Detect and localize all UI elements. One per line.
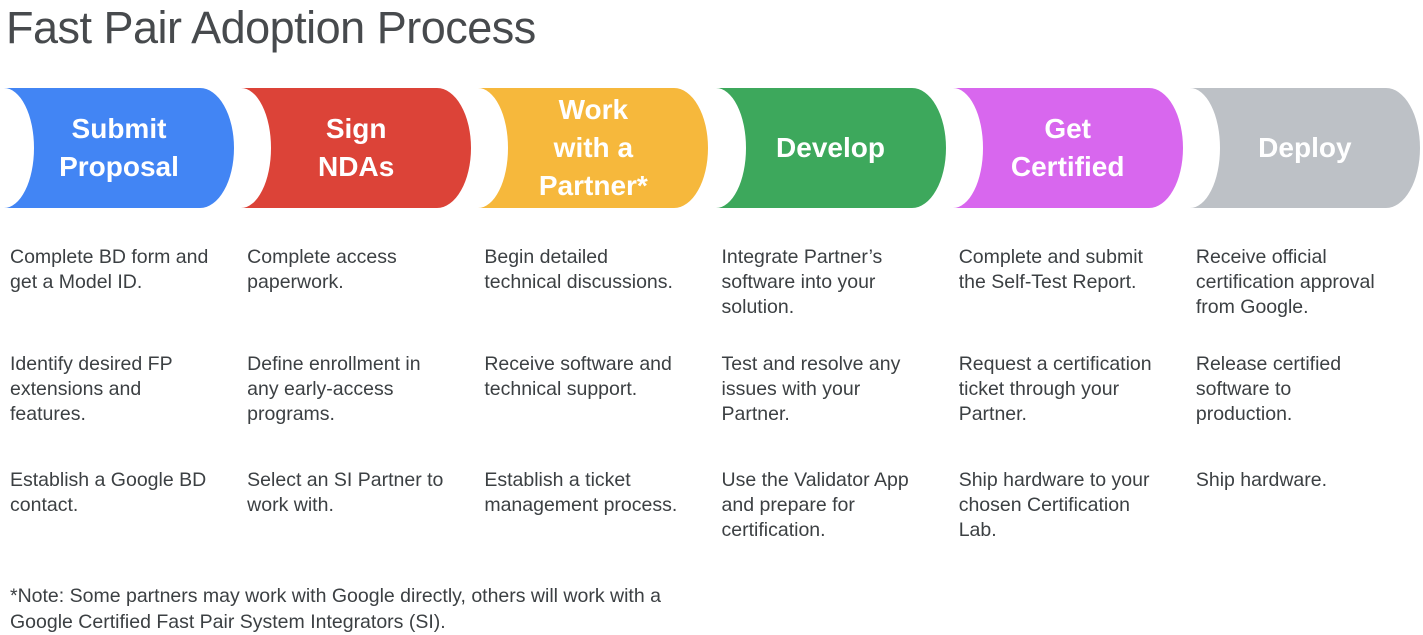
step-description: Define enrollment in any early-access pr… [247,353,421,425]
step-description: Request a certification ticket through y… [958,353,1152,425]
step-description: Complete and submit the Self-Test Report… [958,246,1143,293]
step-description: Ship hardware to your chosen Certificati… [958,469,1150,541]
page-title: Fast Pair Adoption Process [6,2,536,53]
step-description: Complete BD form and get a Model ID. [10,246,209,293]
step-column-sign-ndas: Sign NDAs Complete access paperwork. Def… [237,88,474,548]
chevron-shape-icon [715,88,946,208]
step-description: Receive software and technical support. [484,353,672,400]
step-label: Sign NDAs [318,113,395,182]
step-shape-develop: Develop [715,88,946,208]
step-description: Select an SI Partner to work with. [247,469,444,516]
step-description: Begin detailed technical discussions. [484,246,673,293]
step-description: Integrate Partner’s software into your s… [721,246,883,318]
step-description: Release certified software to production… [1195,353,1342,425]
chevron-shape-icon [4,88,234,208]
step-label: Submit Proposal [59,113,179,182]
step-description: Establish a Google BD contact. [10,469,207,516]
step-shape-get-certified: Get Certified [952,88,1183,208]
footnote-text: *Note: Some partners may work with Googl… [10,585,661,633]
step-description: Receive official certification approval … [1195,246,1375,318]
chevron-shape-icon [241,88,472,208]
step-column-work-with-partner: Work with a Partner* Begin detailed tech… [474,88,711,548]
step-description: Establish a ticket management process. [484,469,678,516]
step-description: Complete access paperwork. [247,246,397,293]
step-label: Get Certified [1010,113,1125,182]
step-description: Identify desired FP extensions and featu… [10,353,173,425]
step-label: Work with a Partner* [538,94,648,201]
step-column-deploy: Deploy Receive official certification ap… [1186,88,1423,548]
step-column-get-certified: Get Certified Complete and submit the Se… [949,88,1186,548]
step-column-develop: Develop Integrate Partner’s software int… [712,88,949,548]
step-description: Use the Validator App and prepare for ce… [721,469,909,541]
step-description: Ship hardware. [1195,469,1328,491]
step-label: Deploy [1258,132,1352,163]
step-description: Test and resolve any issues with your Pa… [721,353,901,425]
step-shape-submit-proposal: Submit Proposal [4,88,234,208]
step-shape-work-with-partner: Work with a Partner* [478,88,709,208]
step-shape-sign-ndas: Sign NDAs [241,88,472,208]
process-steps-row: Submit Proposal Complete BD form and get… [0,88,1423,548]
chevron-shape-icon [478,88,709,208]
chevron-shape-icon [952,88,1183,208]
step-column-submit-proposal: Submit Proposal Complete BD form and get… [0,88,237,548]
step-label: Develop [776,132,885,163]
step-shape-deploy: Deploy [1189,88,1420,208]
chevron-shape-icon [1189,88,1420,208]
